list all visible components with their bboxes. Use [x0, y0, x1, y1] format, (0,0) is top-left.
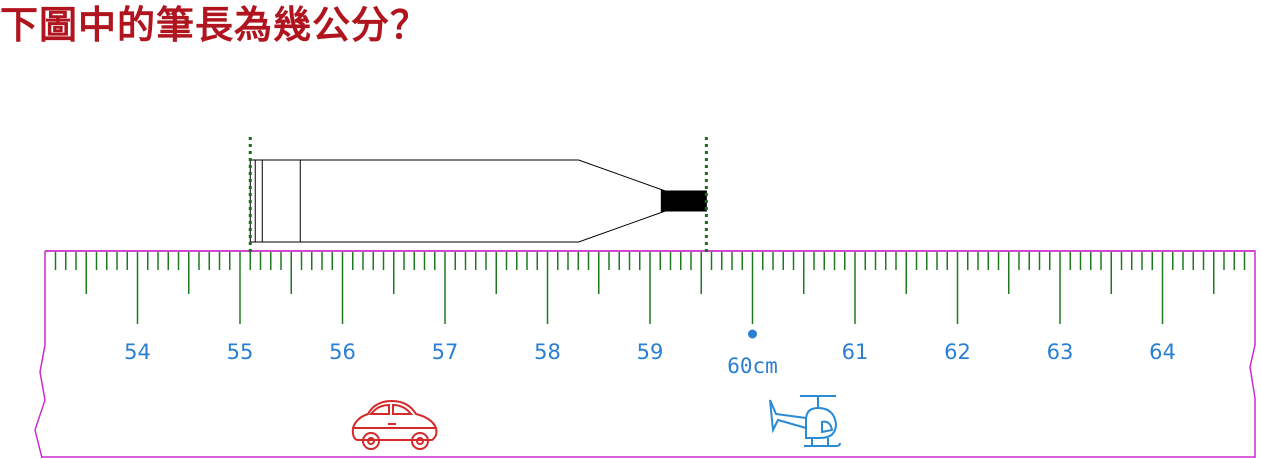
ruler-label: 59	[637, 340, 664, 364]
pen-tip-collar	[660, 189, 666, 213]
ruler-label: 56	[329, 340, 356, 364]
ruler-label: 55	[227, 340, 254, 364]
ruler-label: 58	[534, 340, 561, 364]
pen-tip	[664, 190, 707, 212]
pen	[249, 159, 707, 243]
pen-outline	[249, 159, 666, 243]
ruler-label: 63	[1047, 340, 1074, 364]
ruler-ticks	[54, 252, 1246, 324]
ruler-label: 54	[124, 340, 151, 364]
helicopter-icon	[769, 395, 841, 447]
ruler-label: 61	[842, 340, 869, 364]
car-icon	[351, 399, 438, 450]
ruler-label: 62	[944, 340, 971, 364]
ruler-labels: 54 55 56 57 58 59 60cm 61 62 63 64	[124, 340, 1176, 378]
ruler-label: 64	[1149, 340, 1176, 364]
unit-marker-dot	[748, 329, 757, 339]
ruler-label: 57	[432, 340, 459, 364]
ruler-label: 60cm	[727, 354, 778, 378]
question-title: 下圖中的筆長為幾公分？	[0, 3, 430, 47]
